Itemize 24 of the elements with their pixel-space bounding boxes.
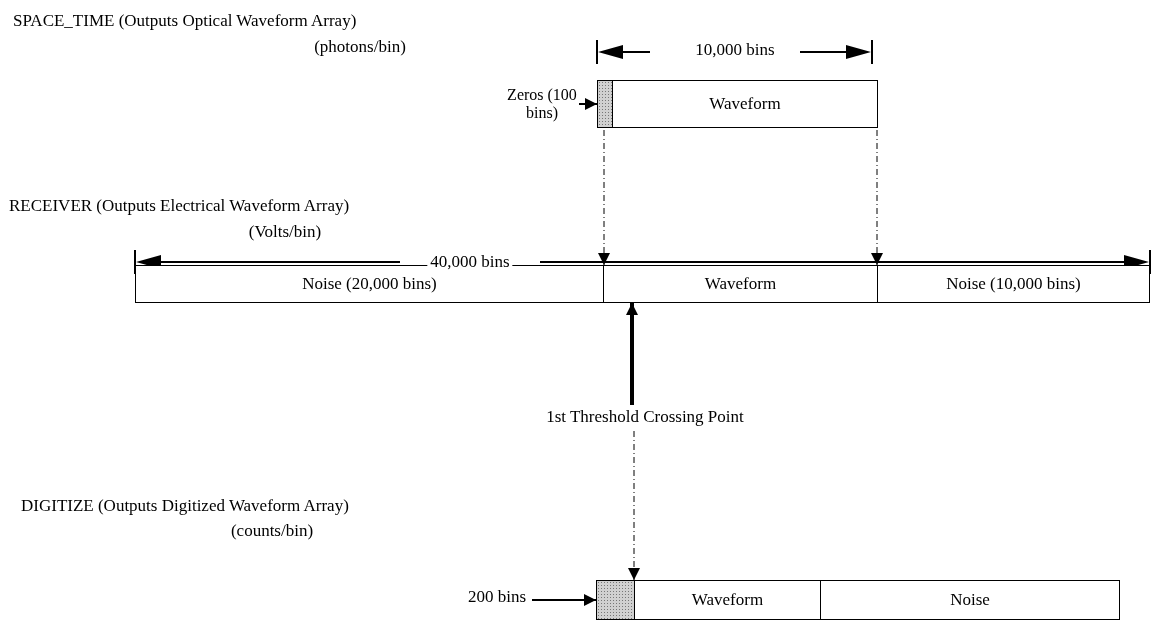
segment-label: Waveform (691, 590, 764, 610)
arrow (626, 303, 638, 405)
segment-label: Waveform (704, 274, 777, 294)
zero-padding-segment (596, 580, 635, 620)
segment-label: Noise (10,000 bins) (946, 274, 1081, 294)
annotation-text: 1st Threshold Crossing Point (520, 405, 770, 429)
annotation-text: 200 bins (462, 584, 532, 610)
array-segment (877, 265, 1150, 303)
array-segment (634, 580, 821, 620)
segment-label: Waveform (709, 94, 781, 114)
segment-label: Noise (20,000 bins) (302, 274, 437, 294)
array-segment (612, 80, 878, 128)
heading: DIGITIZE (Outputs Digitized Waveform Array) (18, 497, 352, 516)
arrow (531, 594, 597, 606)
dashed-leader-arrow (871, 129, 883, 266)
segment-label: Noise (950, 590, 990, 610)
dimension-label: 40,000 bins (427, 253, 513, 272)
array-segment (820, 580, 1120, 620)
dashed-leader-arrow (598, 129, 610, 266)
annotation-text: Zeros (100 bins) (505, 78, 579, 130)
dashed-leader-arrow (628, 430, 640, 581)
zero-padding-segment (597, 80, 613, 128)
arrow (578, 98, 598, 110)
array-segment (603, 265, 878, 303)
